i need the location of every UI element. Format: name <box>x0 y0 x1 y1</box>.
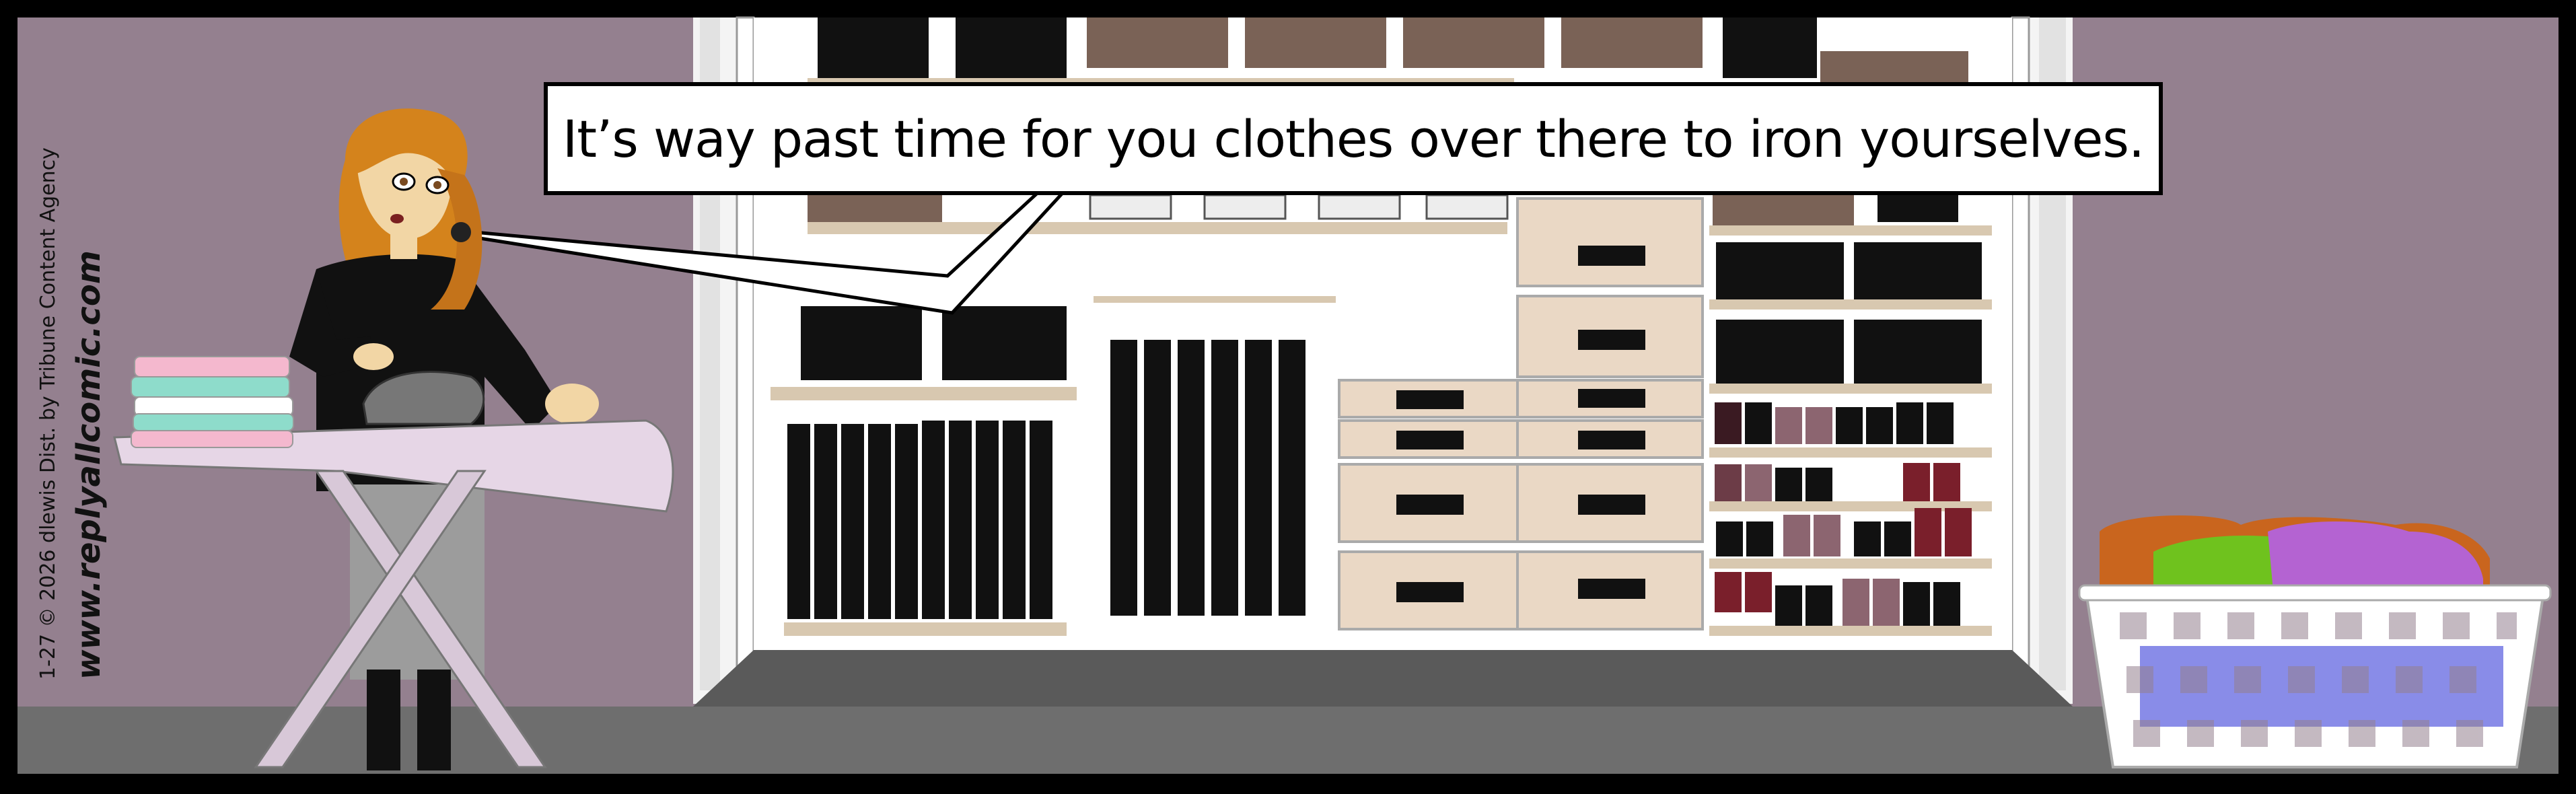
folded-stacks <box>1715 402 1972 626</box>
left-arm <box>289 269 377 377</box>
left-boot <box>367 670 400 770</box>
left-boxes <box>771 306 1077 400</box>
folded-clothes <box>131 356 294 448</box>
credit-text: 1-27 © 2026 dlewis Dist. by Tribune Cont… <box>36 147 60 680</box>
website-text: www.replyallcomic.com <box>70 250 108 680</box>
upper-shelf <box>808 194 1509 234</box>
woman <box>289 108 599 770</box>
speech-text: It’s way past time for you clothes over … <box>562 108 2145 169</box>
top-baskets <box>808 17 1968 85</box>
right-boot <box>417 670 451 770</box>
laundry-basket <box>2078 515 2552 768</box>
drawers <box>1338 197 1704 630</box>
hair <box>345 108 468 195</box>
iron <box>362 371 485 425</box>
hanging-clothes-left <box>784 421 1067 636</box>
speech-bubble: It’s way past time for you clothes over … <box>544 82 2163 195</box>
right-hand <box>545 384 599 424</box>
hanging-clothes-middle <box>1094 296 1336 616</box>
right-shelves <box>1709 188 1992 636</box>
closet-floor <box>693 650 2073 707</box>
left-hand <box>353 343 394 370</box>
